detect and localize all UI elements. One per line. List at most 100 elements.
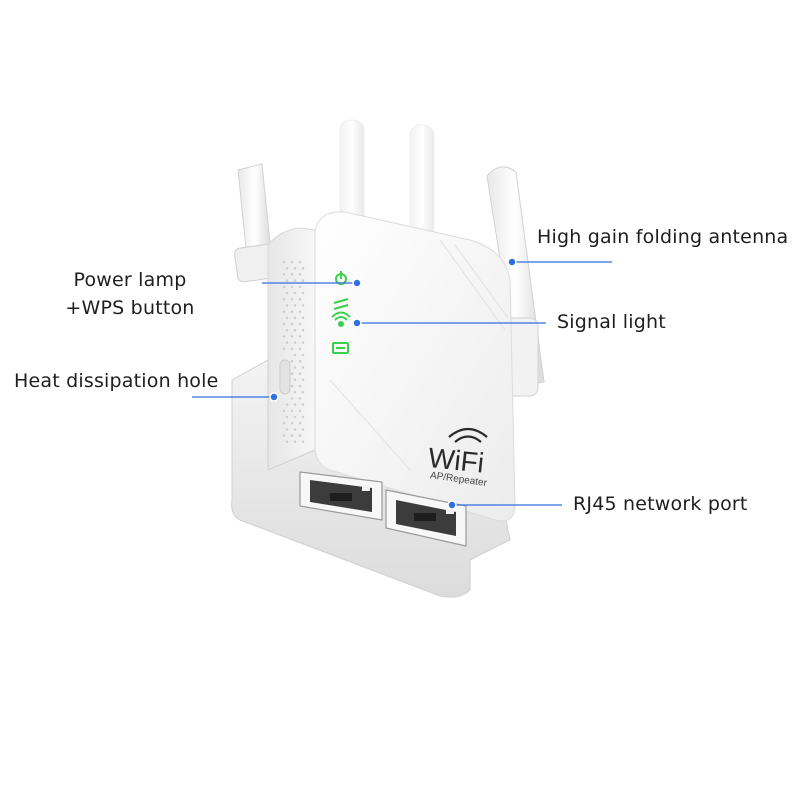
vent-hole xyxy=(301,328,305,332)
vent-hole xyxy=(301,390,305,394)
vent-hole xyxy=(285,291,289,295)
label-power-lamp-line2: +WPS button xyxy=(65,297,195,319)
vent-hole xyxy=(293,440,297,444)
vent-hole xyxy=(285,279,289,282)
vent-hole xyxy=(298,372,302,375)
lan-led-icon xyxy=(332,342,349,354)
vent-hole xyxy=(285,341,289,344)
wps-led-icon xyxy=(333,298,349,310)
vent-hole xyxy=(298,409,302,413)
vent-hole xyxy=(285,428,289,431)
vent-hole xyxy=(282,335,286,338)
vent-hole xyxy=(301,304,305,307)
callout-dot-antenna xyxy=(507,257,517,267)
vent-hole xyxy=(301,341,305,344)
vent-hole xyxy=(282,409,286,413)
vent-hole xyxy=(293,403,297,406)
callout-dot-rj45 xyxy=(447,500,457,510)
vent-hole xyxy=(290,347,294,351)
vent-hole xyxy=(301,291,305,295)
front-decor-lines xyxy=(329,239,509,471)
vent-hole xyxy=(301,266,305,270)
vent-hole xyxy=(298,359,302,363)
vent-hole xyxy=(285,415,289,419)
vent-hole xyxy=(293,316,297,320)
vent-hole xyxy=(293,428,297,431)
vent-hole xyxy=(282,310,286,313)
vent-hole xyxy=(298,285,302,289)
vent-hole xyxy=(290,297,294,301)
vent-hole xyxy=(282,297,286,301)
callout-dot-power xyxy=(352,278,362,288)
vent-hole xyxy=(290,335,294,338)
vent-hole xyxy=(301,415,305,419)
vent-hole xyxy=(301,366,305,369)
vent-hole xyxy=(290,285,294,289)
label-signal-light: Signal light xyxy=(557,311,666,333)
vent-hole xyxy=(285,328,289,332)
vent-hole xyxy=(298,421,302,425)
vent-hole xyxy=(282,285,286,289)
rj45-port-1 xyxy=(299,471,383,521)
vent-hole xyxy=(293,378,297,382)
vent-hole xyxy=(285,440,289,444)
vent-hole xyxy=(285,403,289,406)
vent-hole xyxy=(298,260,302,264)
label-rj45: RJ45 network port xyxy=(573,493,748,515)
vent-hole xyxy=(298,273,302,276)
vent-hole xyxy=(293,304,297,307)
callout-lines xyxy=(192,257,612,510)
vent-hole xyxy=(285,266,289,270)
wifi-logo-icon xyxy=(448,427,488,443)
vent-hole xyxy=(290,409,294,413)
vent-hole xyxy=(298,347,302,351)
vent-hole xyxy=(285,316,289,320)
vent-hole xyxy=(282,260,286,264)
vent-hole xyxy=(298,297,302,301)
vent-hole xyxy=(301,316,305,320)
vent-hole xyxy=(301,428,305,431)
vent-hole xyxy=(301,403,305,406)
vent-hole xyxy=(298,310,302,313)
vent-hole xyxy=(298,434,302,437)
vent-hole xyxy=(301,279,305,282)
device-front xyxy=(314,211,516,522)
vent-hole xyxy=(282,347,286,351)
vent-hole xyxy=(290,421,294,425)
vent-hole xyxy=(290,434,294,437)
led-indicators xyxy=(331,271,351,354)
vent-hole xyxy=(282,434,286,437)
vent-hole xyxy=(290,322,294,326)
vent-hole xyxy=(301,378,305,382)
vent-hole xyxy=(298,322,302,326)
vent-hole xyxy=(293,266,297,270)
signal-led-icon xyxy=(331,311,351,327)
power-led-icon xyxy=(335,271,347,285)
vent-hole xyxy=(290,372,294,375)
vent-hole xyxy=(293,353,297,357)
vent-hole xyxy=(301,353,305,357)
vent-hole xyxy=(290,384,294,388)
vent-hole xyxy=(290,359,294,363)
vent-hole xyxy=(293,341,297,344)
callout-dot-heat xyxy=(269,392,279,402)
rear-antennas xyxy=(339,119,435,246)
label-heat-hole: Heat dissipation hole xyxy=(14,370,219,392)
label-power-lamp: Power lamp +WPS button xyxy=(55,266,205,322)
vent-hole xyxy=(298,384,302,388)
vent-hole xyxy=(293,415,297,419)
antenna-left xyxy=(234,163,278,283)
heat-vent-holes xyxy=(282,260,305,444)
rj45-port-2 xyxy=(385,489,467,547)
vent-hole xyxy=(290,260,294,264)
vent-hole xyxy=(282,322,286,326)
device-logo-text: WiFi xyxy=(427,442,486,479)
vent-hole xyxy=(290,310,294,313)
vent-hole xyxy=(293,279,297,282)
vent-hole xyxy=(282,273,286,276)
label-power-lamp-line1: Power lamp xyxy=(73,269,187,291)
callout-dot-signal xyxy=(352,318,362,328)
vent-hole xyxy=(293,291,297,295)
vent-hole xyxy=(293,328,297,332)
